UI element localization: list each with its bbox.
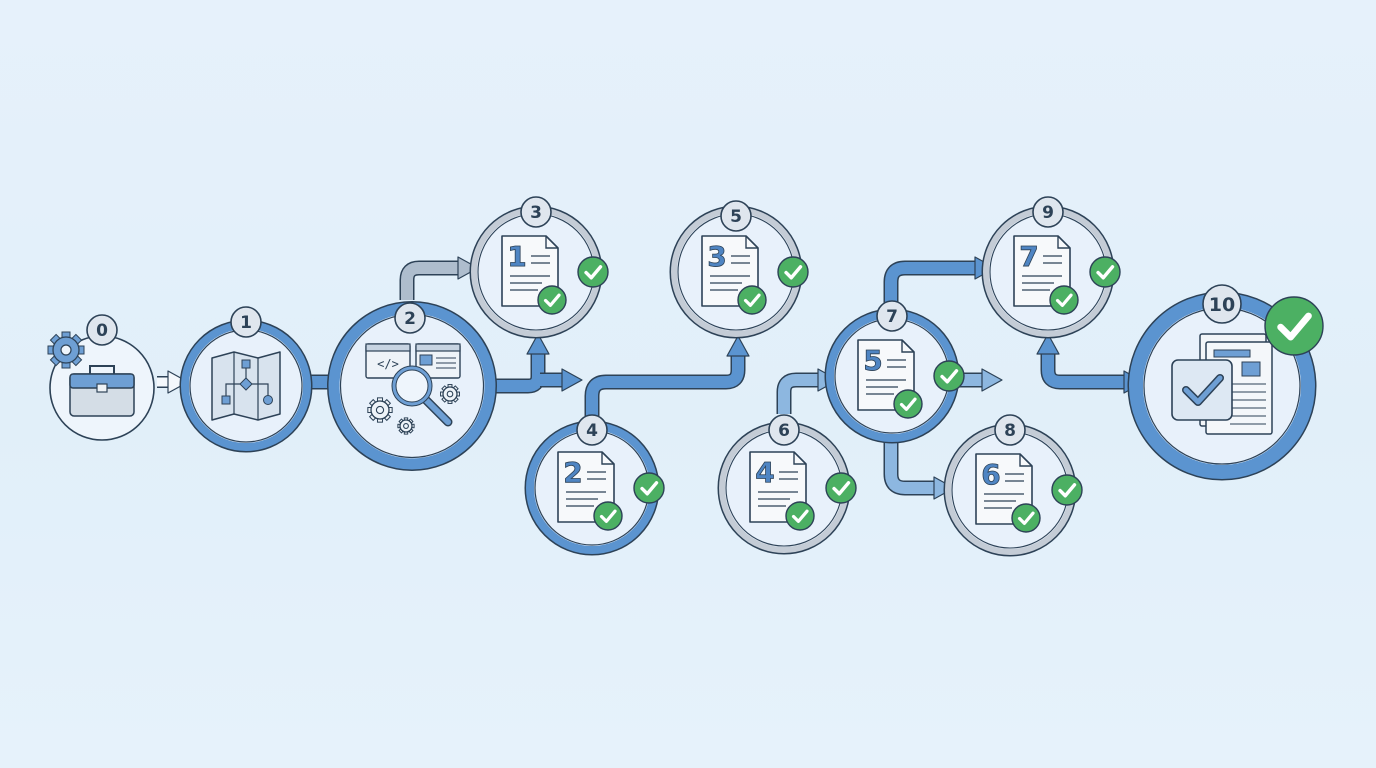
step-number: 1	[240, 313, 252, 333]
check-badge-icon	[633, 472, 665, 504]
step-number: 4	[586, 421, 598, 441]
step-number: 0	[96, 321, 108, 341]
document-number: 6	[981, 458, 1000, 491]
step-badge-1: 1	[230, 306, 262, 338]
step-number: 8	[1004, 421, 1016, 441]
final-documents-check-icon	[1171, 333, 1273, 435]
check-circle-icon	[737, 285, 767, 315]
step-badge-8: 8	[994, 414, 1026, 446]
step-node-7: 57	[824, 300, 965, 444]
check-circle-icon	[893, 389, 923, 419]
step-badge-6: 6	[768, 414, 800, 446]
check-circle-icon	[785, 501, 815, 531]
step-badge-2: 2	[394, 302, 426, 334]
step-number: 9	[1042, 203, 1054, 223]
check-badge-icon	[577, 256, 609, 288]
step-badge-9: 9	[1032, 196, 1064, 228]
step-node-2: </> 2	[327, 301, 497, 471]
check-circle-icon	[593, 501, 623, 531]
step-node-3: 13	[469, 196, 609, 339]
connector-7-9	[883, 256, 996, 304]
step-node-9: 79	[981, 196, 1121, 339]
connector-6-7	[776, 368, 839, 414]
check-badge-icon	[1089, 256, 1121, 288]
check-circle-icon	[1011, 503, 1041, 533]
step-number: 6	[778, 421, 790, 441]
check-badge-icon	[825, 472, 857, 504]
step-node-10: 10	[1127, 284, 1324, 481]
connector-2-3	[399, 256, 479, 300]
check-badge-icon	[1051, 474, 1083, 506]
step-badge-5: 5	[720, 200, 752, 232]
code-brackets-icon: </>	[377, 357, 399, 371]
step-node-8: 68	[943, 414, 1083, 557]
step-number: 3	[530, 203, 542, 223]
step-badge-7: 7	[876, 300, 908, 332]
step-node-4: 24	[524, 414, 665, 556]
document-number: 3	[707, 240, 726, 273]
connector-9-10	[1040, 350, 1145, 394]
connector-2-3-lower	[495, 333, 550, 394]
connector-7-8	[883, 440, 955, 500]
check-circle-icon	[537, 285, 567, 315]
check-badge-icon	[777, 256, 809, 288]
document-number: 7	[1019, 240, 1038, 273]
check-circle-icon	[1049, 285, 1079, 315]
document-number: 1	[507, 240, 526, 273]
connector-4-5	[584, 335, 750, 418]
step-node-1: 1	[179, 306, 313, 453]
step-number: 2	[404, 309, 416, 329]
toolbox-gears-icon	[47, 331, 135, 417]
document-icon: 7	[1013, 235, 1071, 307]
step-badge-0: 0	[86, 314, 118, 346]
document-number: 2	[563, 456, 582, 489]
step-node-0: 0	[47, 314, 155, 441]
step-badge-10: 10	[1202, 284, 1242, 324]
step-node-6: 46	[717, 414, 857, 555]
step-number: 7	[886, 307, 898, 327]
check-badge-icon	[933, 360, 965, 392]
flowchart-map-icon	[211, 351, 281, 421]
step-badge-3: 3	[520, 196, 552, 228]
connectors	[157, 256, 1145, 500]
step-badge-4: 4	[576, 414, 608, 446]
document-number: 5	[863, 344, 882, 377]
code-search-gears-icon: </>	[365, 343, 461, 435]
step-number: 10	[1209, 294, 1235, 316]
final-check-badge-icon	[1264, 296, 1324, 356]
step-node-5: 35	[669, 200, 809, 339]
step-number: 5	[730, 207, 742, 227]
document-number: 4	[755, 456, 774, 489]
document-icon: 4	[749, 451, 807, 523]
